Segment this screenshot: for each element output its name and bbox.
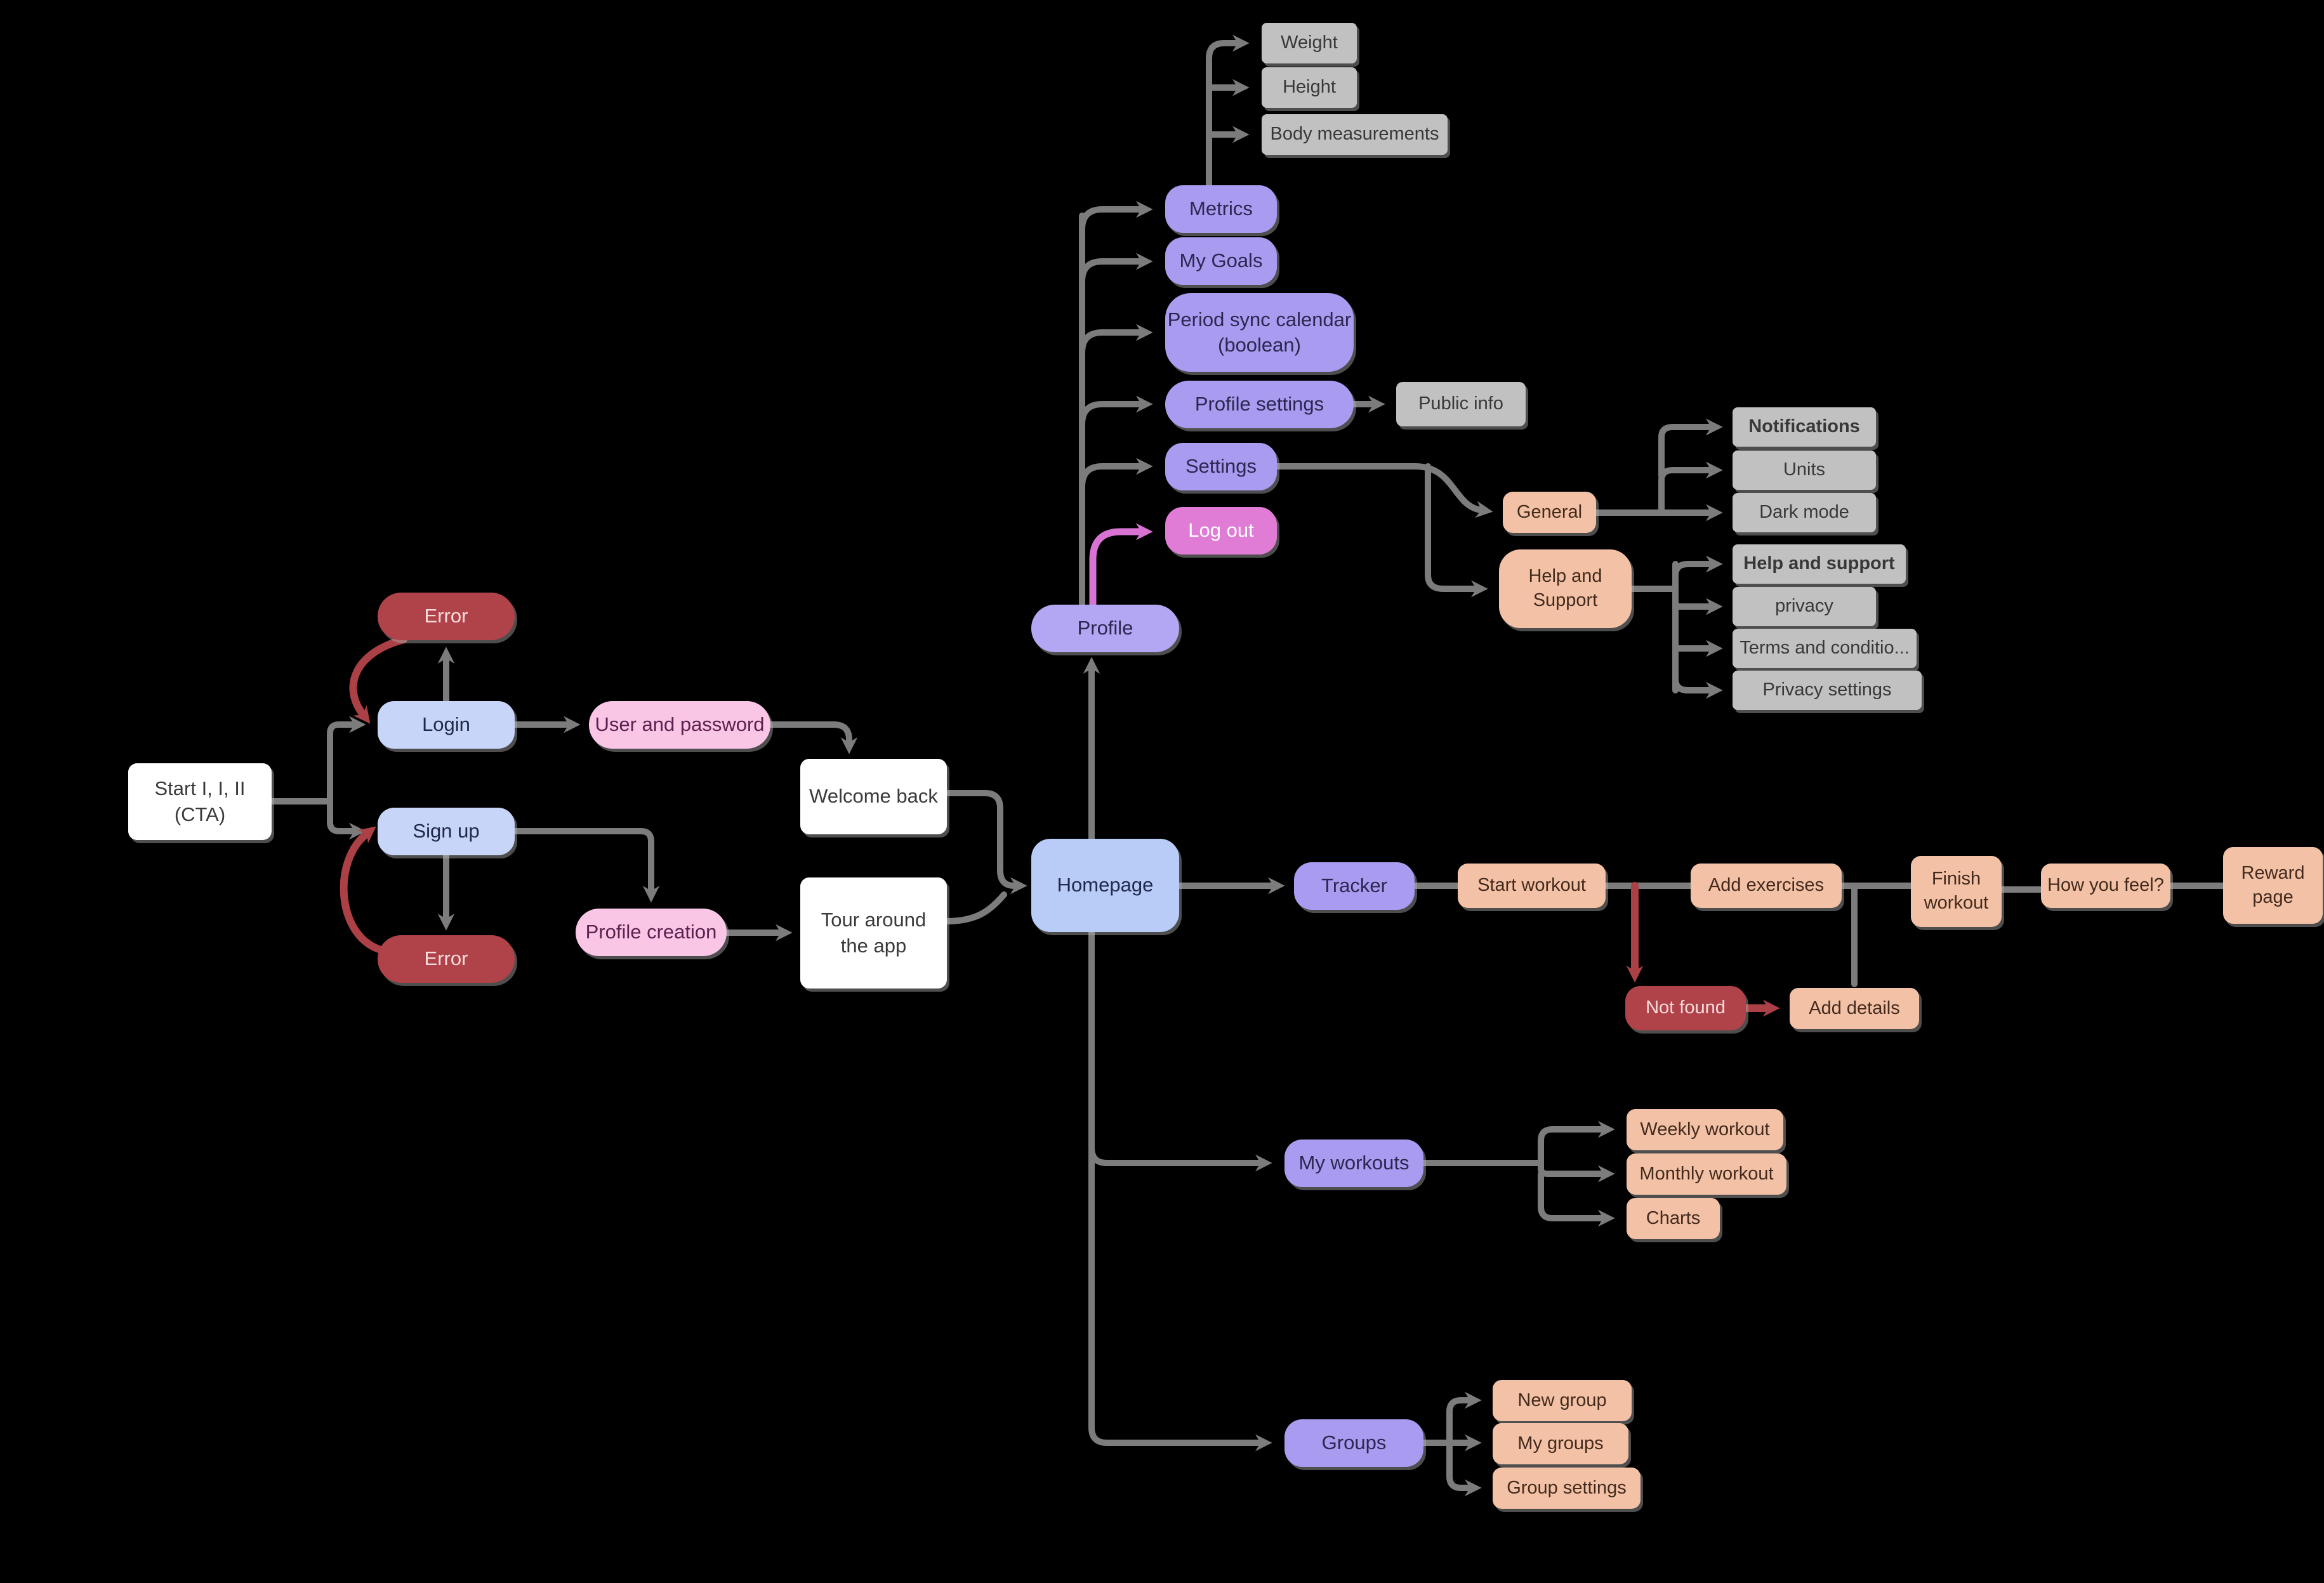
connector-1 — [327, 716, 366, 805]
node-profile-settings[interactable]: Profile settings — [1165, 381, 1354, 428]
connector-45 — [1538, 1160, 1615, 1183]
node-welcome-back[interactable]: Welcome back — [800, 759, 947, 834]
connector-17 — [1079, 457, 1153, 490]
node-add-exercises[interactable]: Add exercises — [1691, 864, 1842, 908]
connector-42 — [1088, 1424, 1272, 1452]
connector-6 — [767, 721, 858, 754]
connector-22 — [1274, 463, 1493, 518]
node-general[interactable]: General — [1503, 492, 1596, 533]
node-groups[interactable]: Groups — [1284, 1419, 1423, 1467]
node-start-cta[interactable]: Start I, I, II (CTA) — [128, 763, 272, 840]
node-weekly-workout[interactable]: Weekly workout — [1627, 1109, 1783, 1150]
connector-46 — [1538, 1171, 1615, 1227]
connector-15 — [1079, 324, 1153, 356]
node-public-info[interactable]: Public info — [1396, 382, 1526, 426]
node-signup[interactable]: Sign up — [378, 808, 515, 855]
node-log-out[interactable]: Log out — [1165, 507, 1277, 555]
node-error-login[interactable]: Error — [378, 593, 515, 640]
connector-41 — [1088, 1145, 1272, 1172]
node-add-details[interactable]: Add details — [1790, 988, 1919, 1029]
node-finish-workout[interactable]: Finish workout — [1911, 856, 2002, 927]
node-tracker[interactable]: Tracker — [1294, 862, 1415, 910]
node-body-measurements[interactable]: Body measurements — [1262, 114, 1448, 155]
node-not-found[interactable]: Not found — [1625, 986, 1746, 1030]
node-my-groups[interactable]: My groups — [1493, 1423, 1628, 1464]
connector-29 — [1672, 555, 1723, 579]
connector-23 — [1425, 463, 1488, 598]
node-height[interactable]: Height — [1262, 67, 1357, 108]
node-weight[interactable]: Weight — [1262, 23, 1357, 63]
connector-50 — [1446, 1440, 1482, 1497]
connector-9 — [944, 790, 1027, 895]
connector-10 — [944, 891, 1007, 924]
connector-32 — [1672, 676, 1723, 699]
connector-48 — [1446, 1391, 1482, 1446]
node-charts[interactable]: Charts — [1627, 1198, 1720, 1239]
node-profile[interactable]: Profile — [1031, 605, 1179, 652]
node-terms-conditions[interactable]: Terms and conditio... — [1733, 629, 1917, 668]
node-metrics[interactable]: Metrics — [1165, 185, 1277, 233]
node-help-support-page[interactable]: Help and support — [1733, 544, 1906, 584]
node-period-sync[interactable]: Period sync calendar (boolean) — [1165, 293, 1354, 372]
connector-7 — [512, 828, 660, 903]
node-reward-page[interactable]: Reward page — [2223, 847, 2323, 924]
node-privacy[interactable]: privacy — [1733, 587, 1876, 626]
node-new-group[interactable]: New group — [1493, 1380, 1632, 1421]
connector-18 — [1206, 34, 1250, 188]
node-my-workouts[interactable]: My workouts — [1284, 1140, 1423, 1187]
node-how-you-feel[interactable]: How you feel? — [2041, 864, 2170, 908]
node-error-signup[interactable]: Error — [378, 935, 515, 983]
node-group-settings[interactable]: Group settings — [1493, 1468, 1641, 1509]
node-notifications[interactable]: Notifications — [1733, 407, 1876, 447]
node-login[interactable]: Login — [378, 701, 515, 749]
connector-44 — [1538, 1120, 1615, 1166]
node-help-and-support[interactable]: Help and Support — [1499, 549, 1632, 628]
node-user-and-password[interactable]: User and password — [589, 701, 770, 749]
node-profile-creation[interactable]: Profile creation — [576, 909, 727, 956]
node-tour-around-app[interactable]: Tour around the app — [800, 877, 947, 989]
node-monthly-workout[interactable]: Monthly workout — [1627, 1153, 1786, 1195]
connector-25 — [1658, 461, 1723, 516]
connector-55 — [1089, 523, 1153, 608]
node-my-goals[interactable]: My Goals — [1165, 237, 1277, 285]
connector-14 — [1079, 253, 1153, 285]
node-homepage[interactable]: Homepage — [1031, 839, 1179, 932]
connector-2 — [327, 798, 366, 840]
connector-26 — [1658, 418, 1723, 479]
node-start-workout[interactable]: Start workout — [1458, 864, 1606, 908]
connector-16 — [1079, 395, 1153, 428]
node-privacy-settings[interactable]: Privacy settings — [1733, 671, 1922, 710]
node-settings[interactable]: Settings — [1165, 443, 1277, 490]
node-units[interactable]: Units — [1733, 450, 1876, 490]
connector-52 — [340, 826, 383, 953]
node-dark-mode[interactable]: Dark mode — [1733, 493, 1876, 532]
connector-13 — [1079, 200, 1153, 233]
